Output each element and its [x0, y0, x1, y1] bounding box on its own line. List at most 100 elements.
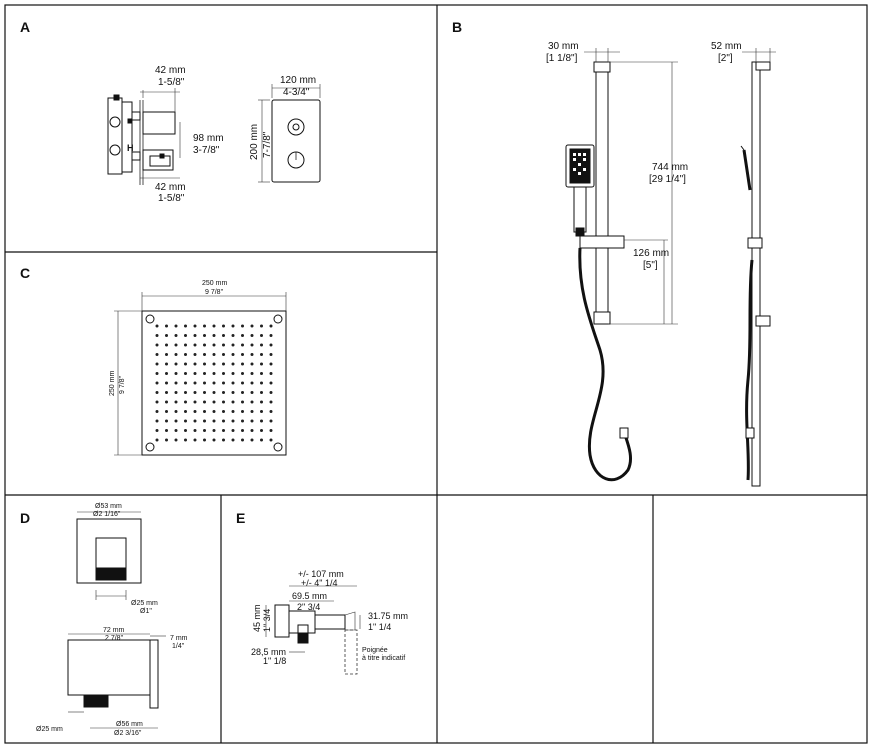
- rain-nozzle-dot: [269, 438, 273, 442]
- pipe-in: 1" 1/4: [368, 622, 391, 632]
- rain-nozzle-dot: [193, 324, 197, 328]
- rain-nozzle-dot: [250, 429, 254, 432]
- rain-nozzle-dot: [184, 419, 187, 423]
- panel-e-label: E: [236, 510, 245, 526]
- rain-nozzle-dot: [269, 324, 273, 328]
- depth-mm: 52 mm: [711, 41, 742, 52]
- side-mid-in: 3-7/8": [193, 145, 220, 156]
- rain-nozzle-dot: [260, 343, 263, 347]
- rain-nozzle-dot: [231, 343, 235, 347]
- hose-end-fitting: [619, 427, 629, 439]
- rain-nozzle-dot: [231, 410, 235, 413]
- rain-nozzle-dot: [193, 362, 197, 366]
- rain-nozzle-dot: [231, 429, 235, 432]
- rain-nozzle-dot: [269, 400, 273, 404]
- rain-nozzle-dot: [212, 324, 216, 328]
- shower-hose: [578, 247, 632, 482]
- panel-d-label: D: [20, 510, 30, 526]
- rain-nozzle-dot: [260, 362, 263, 366]
- rain-nozzle-dot: [203, 343, 206, 347]
- diverter-plate: [274, 604, 290, 638]
- rain-nozzle-dot: [203, 324, 206, 328]
- rain-nozzle-dot: [174, 400, 178, 404]
- nozzle: [578, 172, 581, 175]
- nozzle: [578, 163, 581, 166]
- rain-nozzle-dot: [260, 391, 263, 394]
- rain-nozzle-dot: [193, 391, 197, 394]
- rain-nozzle-dot: [222, 400, 225, 404]
- rain-nozzle-dot: [155, 343, 159, 347]
- rain-nozzle-dot: [250, 381, 254, 385]
- rain-nozzle-dot: [165, 438, 168, 442]
- rain-nozzle-dot: [269, 429, 273, 432]
- rain-nozzle-dot: [241, 400, 244, 404]
- rain-nozzle-dot: [231, 400, 235, 404]
- side-bot-in: 1-5/8": [158, 193, 185, 204]
- rain-nozzle-dot: [250, 372, 254, 375]
- rain-nozzle-dot: [260, 410, 263, 413]
- rain-nozzle-dot: [222, 438, 225, 442]
- rain-nozzle-dot: [174, 353, 178, 356]
- nozzle: [583, 158, 586, 161]
- rain-nozzle-dot: [174, 438, 178, 442]
- body-mm: 69.5 mm: [292, 591, 327, 601]
- rain-nozzle-dot: [203, 429, 206, 432]
- rain-nozzle-dot: [269, 362, 273, 366]
- panel-d: D Ø53 mm Ø2 1/16" Ø25 mm Ø1" 72 mm 2 7/8…: [20, 503, 188, 737]
- rain-nozzle-dot: [165, 372, 168, 375]
- rain-nozzle-dot: [222, 372, 225, 375]
- panel-a-label: A: [20, 19, 30, 35]
- front-height-in: 7-7/8": [262, 131, 273, 158]
- rain-nozzle-dot: [269, 381, 273, 385]
- height-mm: 45 mm: [252, 604, 262, 632]
- outlet-in: Ø1": [140, 608, 152, 615]
- slider-in: [5"]: [643, 260, 658, 271]
- hand-shower-handle: [573, 186, 587, 233]
- rain-nozzle-dot: [269, 391, 273, 394]
- rain-nozzle-dot: [222, 353, 225, 356]
- bottom-outlet-mm: Ø25 mm: [36, 726, 63, 733]
- rain-nozzle-dot: [212, 438, 216, 442]
- plate-in: 1/4": [172, 643, 185, 650]
- pipe-mm: 31.75 mm: [368, 611, 408, 621]
- elbow-outlet-side: [83, 694, 109, 708]
- slider-mm: 126 mm: [633, 248, 669, 259]
- rain-nozzle-dot: [269, 372, 273, 375]
- nozzle: [583, 153, 586, 156]
- valve-mark: [127, 118, 133, 124]
- rain-nozzle-dot: [212, 334, 216, 337]
- rain-nozzle-dot: [250, 353, 254, 356]
- rain-nozzle-dot: [212, 419, 216, 423]
- panel-e: E +/- 107 mm +/- 4" 1/4 69.5 mm 2" 3/4 4…: [236, 510, 408, 675]
- rain-nozzle-dot: [193, 429, 197, 432]
- rain-nozzle-dot: [184, 410, 187, 413]
- side-hand-shower-tip: [740, 145, 745, 151]
- depth-in: [2"]: [718, 53, 733, 64]
- valve-side-view: H: [107, 94, 176, 185]
- top-dia-in: Ø2 1/16": [93, 511, 121, 518]
- height-in: 1" 3/4: [262, 609, 272, 632]
- panel-b: B: [452, 19, 776, 487]
- outlet-mm: Ø25 mm: [131, 600, 158, 607]
- side-bot-mm: 42 mm: [155, 182, 186, 193]
- rain-nozzle-dot: [260, 438, 263, 442]
- rain-nozzle-dot: [269, 343, 273, 347]
- rain-nozzle-dot: [203, 438, 206, 442]
- rain-nozzle-dot: [250, 343, 254, 347]
- rain-nozzle-dot: [260, 400, 263, 404]
- rain-nozzle-dot: [212, 429, 216, 432]
- rain-nozzle-dot: [184, 362, 187, 366]
- offset-in: 1" 1/8: [263, 656, 286, 666]
- side-top-mm: 42 mm: [155, 65, 186, 76]
- nozzle: [573, 158, 576, 161]
- rain-nozzle-dot: [155, 353, 159, 356]
- rain-nozzle-dot: [203, 362, 206, 366]
- rain-nozzle-dot: [269, 334, 273, 337]
- diverter-nut: [297, 624, 309, 634]
- rain-nozzle-dot: [174, 410, 178, 413]
- rain-nozzle-dot: [222, 343, 225, 347]
- rain-nozzle-dot: [241, 381, 244, 385]
- panel-grid: [4, 4, 868, 744]
- rain-nozzle-dot: [165, 334, 168, 337]
- rain-nozzle-dot: [184, 334, 187, 337]
